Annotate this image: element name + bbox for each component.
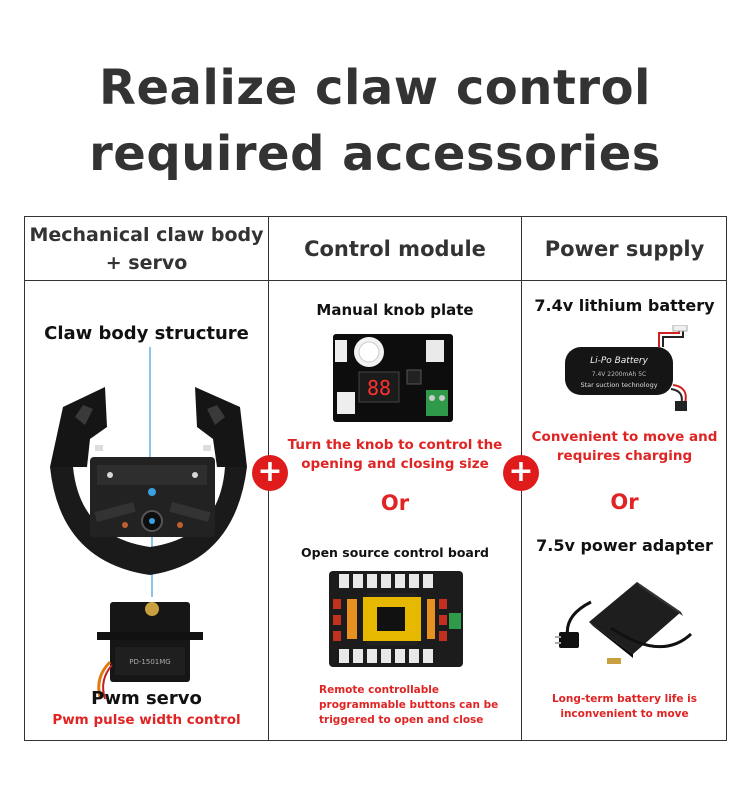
control-board-description-line-1: Remote controllable	[319, 684, 440, 696]
header-claw: Mechanical claw body + servo	[25, 217, 268, 280]
adapter-description-line-1: Long-term battery life is	[551, 693, 697, 705]
servo-marking: PD-1501MG	[129, 658, 170, 666]
adapter-description: Long-term battery life is inconvenient t…	[522, 692, 727, 722]
battery-maker: Star suction technology	[580, 381, 657, 389]
control-board-description: Remote controllable programmable buttons…	[319, 683, 515, 728]
header-power: Power supply	[544, 236, 705, 261]
knob-plate-label: Manual knob plate	[316, 301, 474, 319]
battery-description-line-2: requires charging	[556, 448, 693, 464]
battery-brand: Li-Po Battery	[590, 356, 649, 366]
control-board-label: Open source control board	[301, 545, 489, 560]
header-claw-line-2: + servo	[105, 251, 188, 274]
adapter-illustration	[555, 582, 693, 664]
battery-label: 7.4v lithium battery	[534, 296, 715, 315]
battery-description: Convenient to move and requires charging	[522, 428, 727, 466]
header-divider	[25, 280, 726, 281]
servo-label: Pwm servo	[91, 688, 202, 709]
accessories-table: Mechanical claw body + servo Control mod…	[24, 216, 727, 741]
plus-icon: +	[503, 455, 539, 491]
control-or-label: Or	[380, 491, 410, 515]
knob-description: Turn the knob to control the opening and…	[269, 436, 521, 474]
adapter-label: 7.5v power adapter	[536, 536, 713, 555]
plus-icon: +	[252, 455, 288, 491]
page-title-line-1: Realize claw control	[98, 60, 651, 116]
header-claw-line-1: Mechanical claw body	[29, 223, 264, 246]
claw-illustration: PD-1501MG	[50, 347, 247, 700]
page-title-line-2: required accessories	[89, 126, 661, 182]
claw-structure-label: Claw body structure	[44, 323, 249, 344]
knob-description-line-1: Turn the knob to control the	[287, 437, 503, 453]
adapter-description-line-2: inconvenient to move	[560, 708, 689, 720]
control-board-description-line-3: triggered to open and close	[319, 714, 484, 726]
battery-spec: 7.4V 2200mAh 5C	[592, 371, 647, 378]
power-or-label: Or	[610, 490, 639, 514]
battery-illustration: Li-Po Battery 7.4V 2200mAh 5C Star sucti…	[565, 325, 688, 411]
header-control: Control module	[304, 236, 486, 261]
control-board-description-line-2: programmable buttons can be	[319, 699, 499, 711]
knob-description-line-2: opening and closing size	[301, 456, 489, 472]
knob-board-illustration: 88	[333, 334, 453, 422]
svg-text:88: 88	[367, 376, 391, 400]
control-board-illustration	[329, 571, 463, 667]
servo-description: Pwm pulse width control	[52, 712, 241, 728]
battery-description-line-1: Convenient to move and	[531, 429, 718, 445]
